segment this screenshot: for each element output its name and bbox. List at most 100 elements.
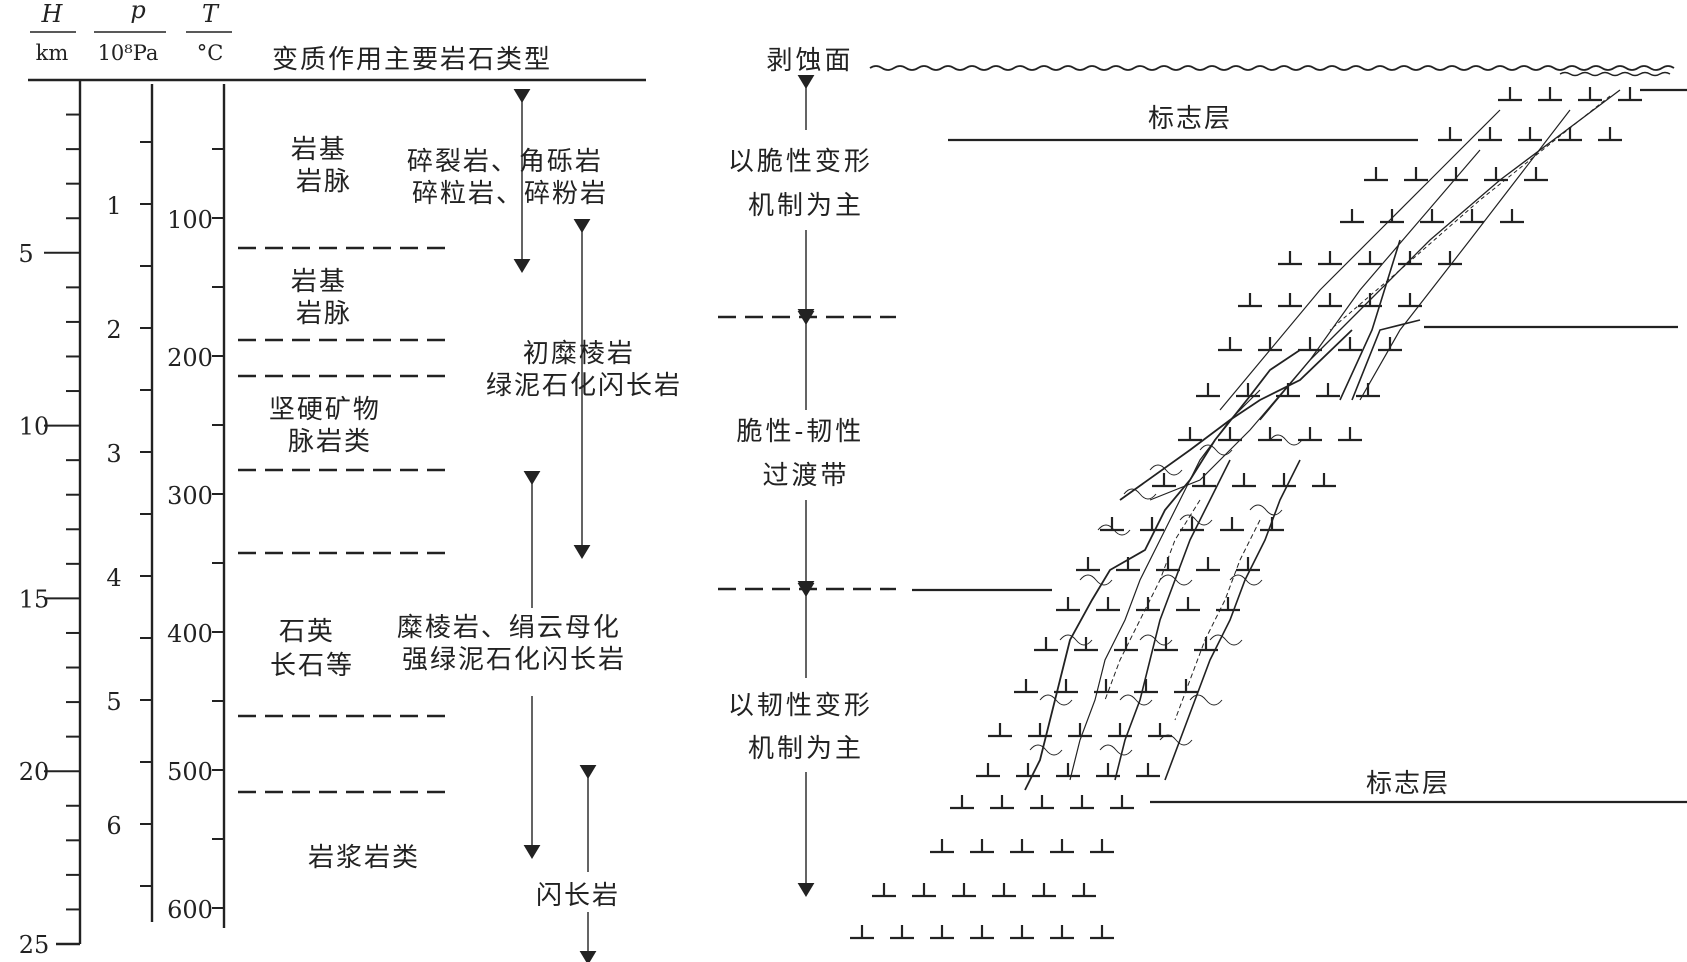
- depth-tick-label: 5: [18, 240, 33, 268]
- rock-mass-symbol: [1576, 85, 1604, 102]
- rock-mass-symbol: [1436, 125, 1464, 142]
- rock-mass-symbol: [1218, 515, 1246, 532]
- rock-mass-symbol: [1402, 165, 1430, 182]
- temperature-unit: °C: [197, 41, 224, 65]
- rock-mass-symbol: [1032, 635, 1060, 652]
- rock-mass-symbol: [1174, 595, 1202, 612]
- rock-mass-symbol: [1436, 249, 1464, 266]
- rock-mass-symbol: [1152, 635, 1180, 652]
- temperature-tick-label: 300: [167, 482, 213, 510]
- rock-mass-symbol: [1336, 425, 1364, 442]
- rock-mass-symbol: [1012, 677, 1040, 694]
- rock-mass-symbol: [1216, 425, 1244, 442]
- rock-mass-symbol: [1616, 85, 1644, 102]
- temperature-symbol: T: [202, 0, 220, 28]
- pressure-tick-label: 6: [106, 812, 121, 840]
- rock-mass-symbol: [974, 761, 1002, 778]
- rock-mass-symbol: [1338, 207, 1366, 224]
- rock-mass-symbol: [1048, 837, 1076, 854]
- rock-mass-symbol: [1132, 677, 1160, 694]
- shear-zone: [1024, 89, 1621, 791]
- rock-mass-symbol: [848, 923, 876, 940]
- pressure-tick-label: 2: [106, 316, 121, 344]
- depth-unit: km: [36, 41, 69, 65]
- rock-mass-symbol: [1216, 335, 1244, 352]
- vein-type-2: 岩基 岩脉: [291, 267, 357, 329]
- marker-layer-lower: 标志层: [1366, 769, 1450, 799]
- rock-mass-symbol: [1276, 249, 1304, 266]
- rock-mass-symbol: [1176, 425, 1204, 442]
- deformation-zones: 剥蚀面 以脆性变形 机制为主 脆性-韧性 过渡带 以韧性变形 机制为主: [718, 46, 896, 897]
- rock-mass-symbol: [1276, 291, 1304, 308]
- rock-mass-symbol: [1146, 721, 1174, 738]
- rock-mass-symbol: [1008, 923, 1036, 940]
- depth-tick-label: 15: [19, 585, 50, 613]
- rock-mass-symbol: [1108, 793, 1136, 810]
- rock-mass-symbol: [1054, 595, 1082, 612]
- rock-mass-symbol: [1028, 793, 1056, 810]
- temperature-tick-label: 100: [167, 206, 213, 234]
- rock-type-3: 糜棱岩、绢云母化 强绿泥石化闪长岩: [397, 613, 631, 675]
- erosion-surface-line: [869, 65, 1675, 71]
- temperature-tick-label: 400: [167, 620, 213, 648]
- rock-mass-symbol: [1088, 923, 1116, 940]
- rock-mass-symbol: [1088, 837, 1116, 854]
- range-arrows: [513, 89, 597, 962]
- rock-mass-symbol: [1094, 595, 1122, 612]
- rock-type-1: 碎裂岩、角砾岩 碎粒岩、碎粉岩: [407, 147, 613, 209]
- rock-mass-symbol: [1396, 291, 1424, 308]
- rock-mass-symbol: [1362, 165, 1390, 182]
- vein-type-5: 岩浆岩类: [308, 843, 420, 873]
- rock-mass-symbol: [968, 837, 996, 854]
- rock-mass-symbol: [1378, 207, 1406, 224]
- rock-mass-symbol: [948, 793, 976, 810]
- depth-tick-label: 10: [19, 413, 50, 441]
- depth-symbol: H: [41, 0, 64, 28]
- brittle-zone-label: 以脆性变形 机制为主: [728, 147, 884, 221]
- erosion-surface-label: 剥蚀面: [766, 46, 853, 76]
- rock-mass-symbol: [968, 923, 996, 940]
- pressure-unit: 10⁸Pa: [98, 41, 159, 65]
- depth-tick-label: 20: [19, 758, 50, 786]
- rock-mass-symbol: [1256, 425, 1284, 442]
- vein-type-4: 石英 长石等: [270, 617, 354, 681]
- rock-mass-symbol: [1190, 471, 1218, 488]
- pressure-tick-label: 1: [106, 192, 121, 220]
- rock-mass-symbol: [1070, 881, 1098, 898]
- rock-mass-symbol: [1310, 471, 1338, 488]
- rock-mass-symbol: [928, 923, 956, 940]
- marker-layer-upper: 标志层: [1148, 104, 1232, 134]
- transition-zone-label: 脆性-韧性 过渡带: [736, 417, 875, 491]
- rock-mass-symbols: [848, 85, 1644, 940]
- temperature-tick-label: 200: [167, 344, 213, 372]
- rock-mass-symbol: [1316, 291, 1344, 308]
- rock-types: 碎裂岩、角砾岩 碎粒岩、碎粉岩 初糜棱岩 绿泥石化闪长岩 糜棱岩、绢云母化 强绿…: [397, 147, 680, 911]
- rock-mass-symbol: [950, 881, 978, 898]
- rock-mass-symbol: [1194, 555, 1222, 572]
- rock-mass-symbol: [1048, 923, 1076, 940]
- pressure-tick-label: 4: [106, 564, 121, 592]
- rock-mass-symbol: [1316, 249, 1344, 266]
- rock-mass-symbol: [910, 881, 938, 898]
- rock-mass-symbol: [1066, 721, 1094, 738]
- rock-mass-symbol: [870, 881, 898, 898]
- table-separators: [238, 246, 446, 794]
- rock-mass-symbol: [1074, 555, 1102, 572]
- rock-mass-symbol: [1482, 165, 1510, 182]
- rock-mass-symbol: [1596, 125, 1624, 142]
- pressure-symbol: p: [130, 0, 145, 24]
- temperature-tick-label: 500: [167, 758, 213, 786]
- pressure-tick-label: 3: [106, 440, 121, 468]
- rock-mass-symbol: [1194, 381, 1222, 398]
- rock-mass-symbol: [1516, 125, 1544, 142]
- rock-mass-symbol: [888, 923, 916, 940]
- strain-marks: [1029, 434, 1303, 756]
- erosion-surface-line-2: [1559, 71, 1671, 77]
- rock-mass-symbol: [1536, 85, 1564, 102]
- rock-mass-symbol: [1072, 635, 1100, 652]
- rock-mass-symbol: [1236, 291, 1264, 308]
- zone-boundaries: [718, 315, 896, 591]
